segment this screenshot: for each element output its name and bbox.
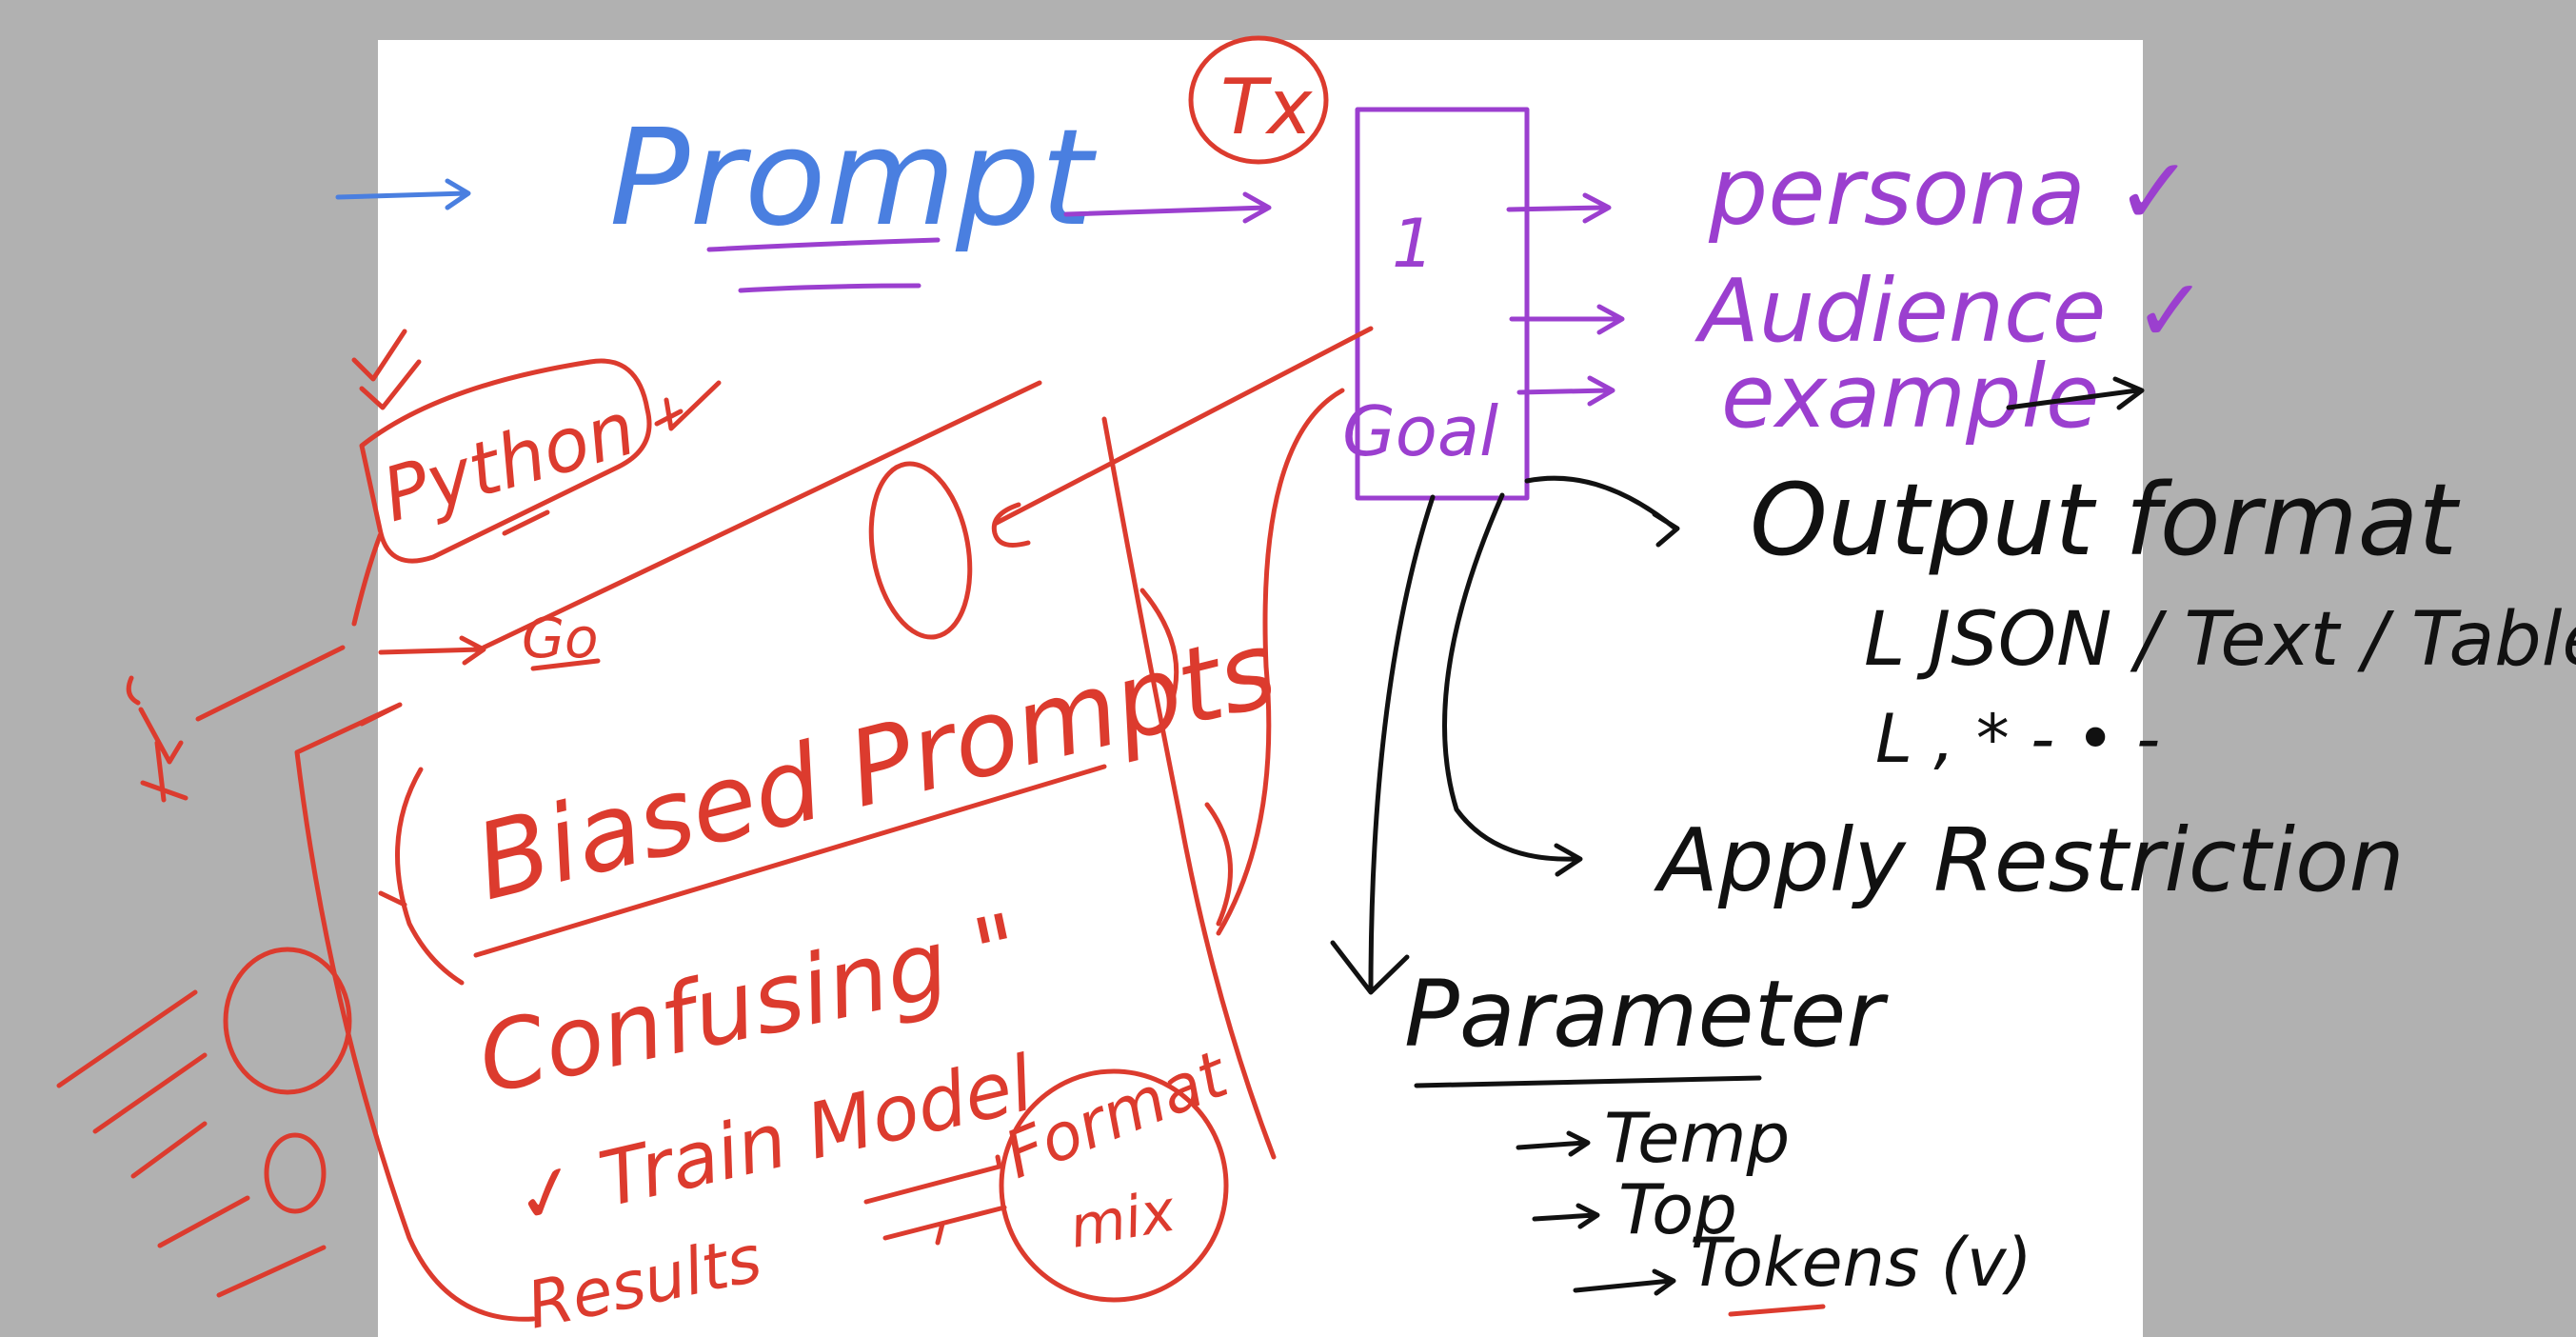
goal-to-frame-curve xyxy=(1216,388,1345,936)
notes-frame xyxy=(294,416,1277,1322)
box-goal-label: Goal xyxy=(1342,391,1498,471)
stick-figure-icon xyxy=(126,675,188,803)
parameter-item-tokens: Tokens (v) xyxy=(1690,1224,2032,1302)
title-underline xyxy=(706,237,941,293)
parameter-item-temp: Temp xyxy=(1604,1098,1790,1178)
diagonal-line-upper xyxy=(481,380,1042,650)
output-format-line1: L JSON / Text / Table xyxy=(1864,597,2576,683)
cylinder-arrow-icon xyxy=(991,502,1031,548)
example-arrow-icon xyxy=(2006,376,2145,410)
blue-arrow-icon xyxy=(335,178,471,210)
param-arrow-temp-icon xyxy=(1516,1130,1591,1157)
cylinder-end xyxy=(868,461,973,640)
arrow-example-icon xyxy=(1516,375,1615,407)
arrow-audience-icon xyxy=(1509,304,1625,335)
python-underline xyxy=(502,509,550,536)
parameter-heading: Parameter xyxy=(1404,961,1889,1068)
bubble-circle-small xyxy=(264,1132,327,1214)
param-arrow-tokens-icon xyxy=(1573,1268,1676,1296)
prompt-component-box xyxy=(1355,107,1530,501)
speed-lines-icon xyxy=(56,989,327,1298)
go-label: Go xyxy=(522,606,598,670)
purple-arrow-to-box-icon xyxy=(1063,191,1272,224)
double-check-icon xyxy=(351,329,422,410)
python-box xyxy=(359,358,652,564)
frame-left-bracket xyxy=(378,767,465,986)
audience-label: Audience ✓ xyxy=(1694,260,2208,362)
go-underline xyxy=(530,658,601,671)
box-top-mark: 1 xyxy=(1392,205,1435,283)
arrow-persona-icon xyxy=(1506,192,1612,224)
figure-arrow-icon xyxy=(195,645,346,722)
biased-prompts-underline xyxy=(473,764,1107,958)
format-arrow-icon xyxy=(863,1154,1007,1246)
prompt-title: Prompt xyxy=(609,101,1098,256)
persona-label: persona ✓ xyxy=(1708,138,2193,247)
tx-badge-label: Tx xyxy=(1220,63,1314,151)
parameter-underline xyxy=(1414,1075,1762,1088)
output-format-line2: L , * - • - xyxy=(1875,700,2160,778)
bubble-circle-large xyxy=(223,947,352,1095)
arrow-apply-restriction-icon xyxy=(1442,492,1583,877)
arrow-output-format-icon xyxy=(1524,475,1680,548)
diagonal-line-to-goal xyxy=(992,326,1374,527)
python-tick-icon xyxy=(654,380,722,431)
output-format-heading: Output format xyxy=(1750,462,2460,578)
tokens-underline xyxy=(1728,1304,1826,1317)
example-label: example xyxy=(1721,346,2100,448)
param-arrow-top-icon xyxy=(1532,1203,1600,1229)
format-mix-circle xyxy=(999,1068,1229,1303)
arrow-parameter-icon xyxy=(1330,494,1436,995)
tx-badge-circle xyxy=(1188,35,1329,165)
parameter-item-top: Top xyxy=(1618,1169,1737,1249)
figure-to-python-icon xyxy=(351,530,384,627)
frame-right-bracket xyxy=(1139,588,1233,927)
apply-restriction-label: Apply Restriction xyxy=(1654,809,2405,911)
